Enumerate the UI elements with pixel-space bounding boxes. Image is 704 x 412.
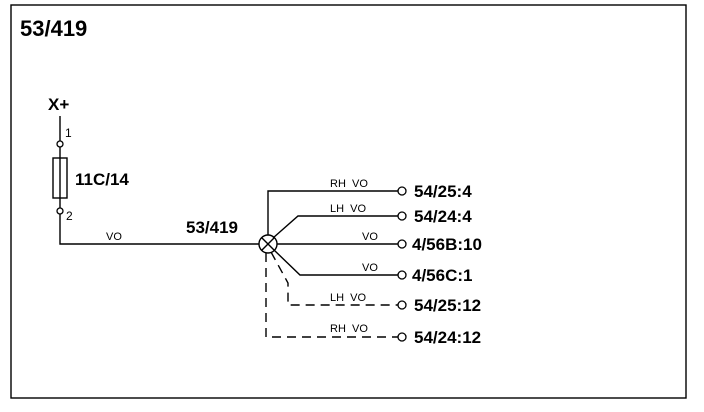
branch-2-terminal xyxy=(397,211,407,221)
supply-label: X+ xyxy=(48,95,69,114)
branch-wire-1 xyxy=(267,190,398,235)
branch-1-destination: 54/25:4 xyxy=(414,182,472,201)
splice-label: 53/419 xyxy=(186,218,238,237)
fuse-label: 11C/14 xyxy=(75,170,129,189)
branch-2-wire-label: LH VO xyxy=(330,203,367,215)
branch-5-wire-label: LH VO xyxy=(330,292,367,304)
branch-3-wire-label: VO xyxy=(362,231,378,243)
fuse-pin-top-terminal xyxy=(56,140,64,148)
branch-5-destination: 54/25:12 xyxy=(414,296,481,315)
branch-3-destination: 4/56B:10 xyxy=(412,235,482,254)
branch-wire-6 xyxy=(265,253,398,338)
feed-wire-label: VO xyxy=(106,231,122,243)
branch-wire-2 xyxy=(272,215,398,239)
branch-4-wire-label: VO xyxy=(362,262,378,274)
branch-wire-4 xyxy=(273,249,398,276)
branch-6-terminal xyxy=(397,332,407,342)
branch-4-destination: 4/56C:1 xyxy=(412,266,472,285)
fuse-pin-bottom-terminal xyxy=(56,207,64,215)
branch-1-terminal xyxy=(397,186,407,196)
fuse-pin-bottom-number: 2 xyxy=(66,209,73,223)
fuse-pin-top-number: 1 xyxy=(65,126,72,140)
branch-5-terminal xyxy=(397,300,407,310)
branch-2-destination: 54/24:4 xyxy=(414,207,472,226)
feed-wire xyxy=(59,214,259,245)
branch-4-terminal xyxy=(397,270,407,280)
branch-1-wire-label: RH VO xyxy=(330,178,368,190)
diagram-frame xyxy=(10,4,687,399)
branch-6-destination: 54/24:12 xyxy=(414,328,481,347)
diagram-title: 53/419 xyxy=(20,16,87,41)
branch-3-terminal xyxy=(397,239,407,249)
branch-6-wire-label: RH VO xyxy=(330,323,368,335)
branch-wire-5 xyxy=(270,251,398,306)
